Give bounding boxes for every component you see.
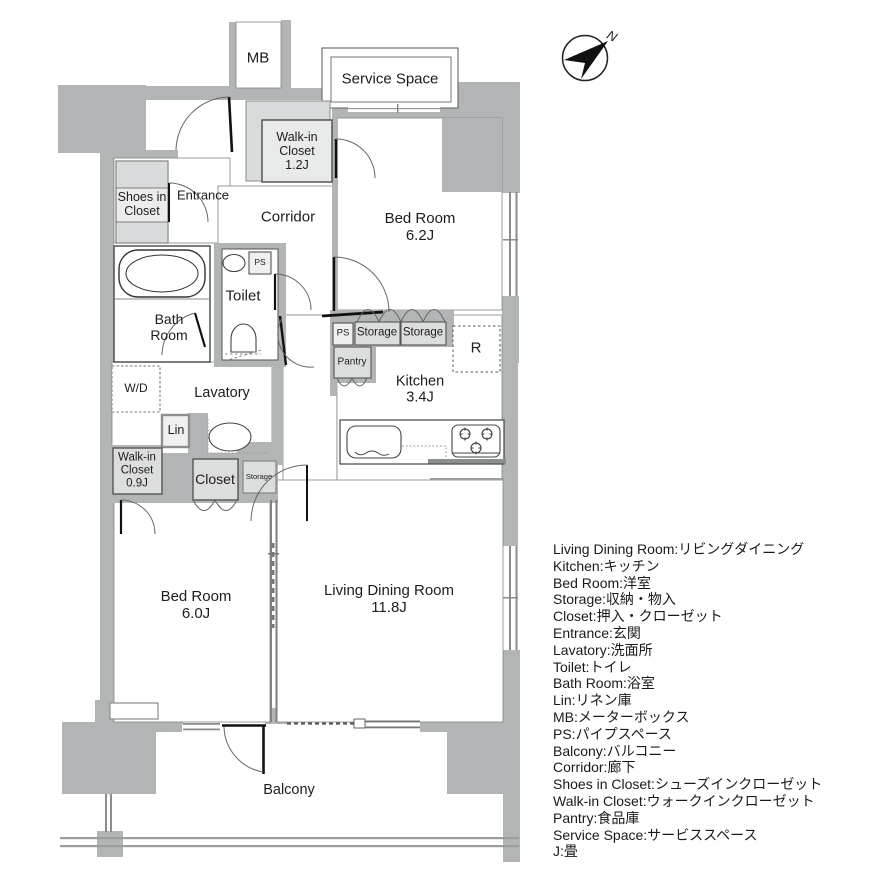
room-label-text: Bed Room: [384, 210, 456, 228]
room-label-walk-in-closet-south: Walk-in Closet 0.9J: [110, 452, 164, 491]
room-label-storage-hall: Storage: [245, 471, 273, 481]
legend-line: Storage:収納・物入: [553, 591, 676, 608]
legend-line: Bed Room:洋室: [553, 574, 652, 591]
legend-line: Living Dining Room:リビングダイニング: [553, 541, 805, 557]
legend-line: Corridor:廊下: [553, 759, 636, 776]
room-label-toilet: Toilet: [225, 287, 261, 305]
room-label-living-dining: Living Dining Room 11.8J: [299, 582, 479, 617]
service-space-outline: [321, 47, 459, 113]
legend-line: Pantry:食品庫: [553, 809, 640, 826]
room-label-lavatory: Lavatory: [194, 384, 250, 401]
mb-floor: [235, 21, 282, 89]
room-label-wd: W/D: [124, 381, 148, 396]
room-label-service-space: Service Space: [341, 70, 439, 88]
room-label-bath-room: Bath Room: [150, 311, 188, 343]
room-label-text: Living Dining Room: [323, 582, 455, 600]
room-label-storage-2: Storage: [402, 326, 444, 339]
lin-box: [160, 413, 191, 449]
sliding-partition: [268, 500, 279, 722]
kitchen-counter: [339, 419, 506, 480]
ps-kitchen-box: [332, 322, 354, 346]
legend-line: Bath Room:浴室: [553, 675, 655, 692]
walk-in-closet-north-box: [261, 119, 333, 183]
room-size-text: 6.0J: [181, 605, 211, 622]
doors: [119, 96, 446, 774]
legend-line: Service Space:サービススペース: [553, 826, 758, 843]
ps-toilet-box: [248, 251, 272, 275]
living-dining-floor: [276, 479, 504, 723]
legend-line: Shoes in Closet:シューズインクローゼット: [553, 776, 823, 793]
toilet-icon: [222, 253, 262, 362]
room-label-mb: MB: [246, 49, 270, 67]
pantry-box: [333, 346, 372, 379]
room-size-text: 11.8J: [371, 599, 407, 616]
legend-line: MB:メーターボックス: [553, 708, 690, 725]
room-label-corridor: Corridor: [260, 208, 316, 226]
legend-line: Lin:リネン庫: [553, 692, 632, 709]
room-label-text: Walk-in Closet: [276, 129, 318, 158]
wd-box: [111, 365, 161, 413]
closet-box: [192, 458, 239, 501]
storage-hall-box: [242, 460, 277, 494]
room-label-bed-room-north: Bed Room 6.2J: [374, 210, 466, 245]
room-label-balcony: Balcony: [263, 781, 315, 798]
room-label-shoes-in-closet: Shoes in Closet: [117, 189, 167, 218]
legend-line: Balcony:バルコニー: [553, 742, 677, 759]
legend-line: Entrance:玄関: [553, 624, 641, 641]
hall-passage-floor: [282, 314, 338, 482]
room-label-bed-room-south: Bed Room 6.0J: [150, 588, 242, 623]
legend-line: Kitchen:キッチン: [553, 557, 660, 574]
room-label-closet: Closet: [195, 471, 235, 488]
room-label-ps-toilet: PS: [254, 257, 266, 268]
legend-line: Walk-in Closet:ウォークインクローゼット: [553, 792, 815, 809]
storage-1-box: [354, 321, 401, 346]
room-label-kitchen: Kitchen 3.4J: [380, 374, 460, 407]
legend-line: Toilet:トイレ: [553, 658, 632, 675]
room-label-text: Bed Room: [160, 588, 232, 606]
room-label-ps-kitchen: PS: [336, 327, 350, 339]
room-label-entrance: Entrance: [176, 187, 230, 203]
room-label-walk-in-closet-north: Walk-in Closet 1.2J: [266, 130, 328, 172]
room-size-text: 6.2J: [405, 227, 435, 244]
room-label-text: Walk-in Closet: [118, 451, 156, 477]
room-label-storage-1: Storage: [356, 326, 398, 339]
windows: [105, 192, 518, 832]
room-size-text: 3.4J: [406, 390, 434, 406]
bathtub-icon: [114, 249, 210, 300]
balcony-rail: [60, 837, 519, 848]
compass-icon: [561, 34, 609, 82]
stove-icon: [451, 424, 501, 458]
walk-in-closet-south-box: [112, 447, 163, 495]
refrigerator-box: [452, 325, 501, 373]
room-size-text: 0.9J: [126, 477, 148, 490]
closet-boxes: [109, 100, 501, 729]
legend-line: PS:パイプスペース: [553, 725, 672, 742]
legend-line: Lavatory:洗面所: [553, 641, 653, 658]
room-size-text: 1.2J: [285, 158, 309, 173]
room-label-refrigerator: R: [470, 339, 482, 357]
room-label-lin: Lin: [167, 422, 185, 437]
kitchen-sink-icon: [346, 425, 447, 460]
lavatory-sink-icon: [207, 419, 268, 454]
legend-line: Closet:押入・クローゼット: [553, 608, 723, 625]
room-label-text: Kitchen: [395, 373, 445, 390]
legend-line: J:畳: [553, 843, 578, 860]
room-label-pantry: Pantry: [337, 356, 367, 368]
